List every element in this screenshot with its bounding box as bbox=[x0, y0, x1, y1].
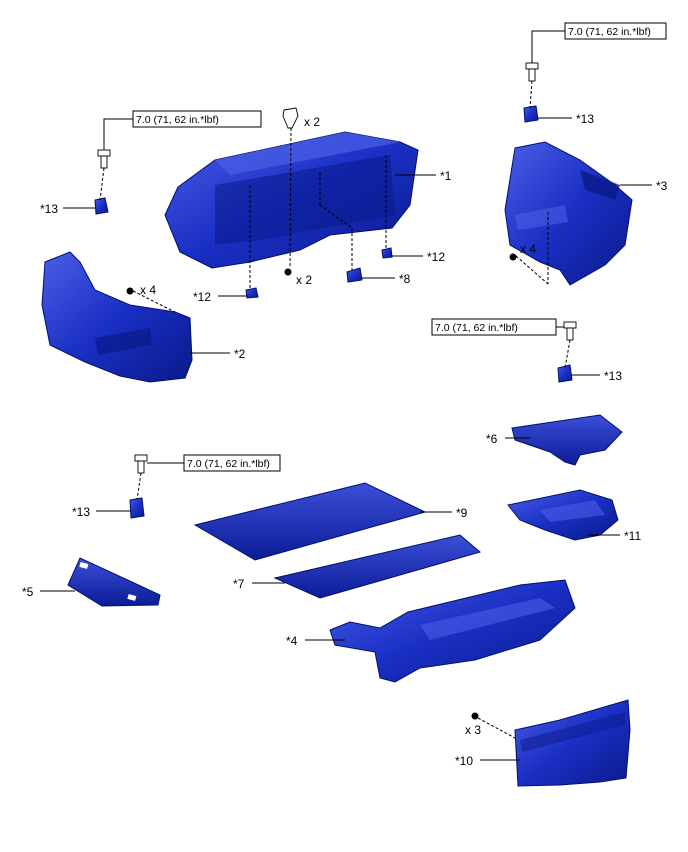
svg-text:7.0 (71, 62 in.*lbf): 7.0 (71, 62 in.*lbf) bbox=[187, 458, 270, 470]
callout-6: *6 bbox=[486, 432, 530, 446]
svg-text:*3: *3 bbox=[656, 179, 668, 193]
callout-13c: *13 bbox=[571, 369, 622, 383]
quantity-label: x 4 bbox=[140, 283, 156, 297]
callout-13b: *13 bbox=[538, 112, 594, 126]
svg-text:*9: *9 bbox=[456, 506, 468, 520]
callout-4: *4 bbox=[286, 634, 345, 648]
torque-spec-2: 7.0 (71, 62 in.*lbf) bbox=[531, 22, 667, 63]
callout-8: *8 bbox=[362, 272, 411, 286]
bolt-icon bbox=[134, 454, 148, 474]
quantity-label: x 3 bbox=[465, 723, 481, 737]
part-13-bracket-c bbox=[557, 364, 573, 383]
callout-2: *2 bbox=[190, 347, 246, 361]
part-8-clip bbox=[346, 267, 363, 283]
part-3-quarter-trim bbox=[504, 141, 633, 286]
callout-13a: *13 bbox=[40, 202, 96, 216]
callout-10: *10 bbox=[455, 754, 520, 768]
screw-icon bbox=[471, 712, 479, 720]
fastener-lines bbox=[99, 80, 571, 739]
torque-spec-1: 7.0 (71, 62 in.*lbf) bbox=[103, 110, 262, 150]
callout-3: *3 bbox=[620, 179, 668, 193]
torque-spec-3: 7.0 (71, 62 in.*lbf) bbox=[431, 318, 564, 336]
screw-icon bbox=[126, 287, 134, 295]
callout-1: *1 bbox=[395, 169, 452, 183]
svg-text:*2: *2 bbox=[234, 347, 246, 361]
bolt-icon bbox=[563, 321, 577, 341]
part-1-deck-trim-box bbox=[164, 131, 419, 269]
svg-text:*12: *12 bbox=[193, 290, 211, 304]
bolt-icon bbox=[525, 62, 539, 82]
quantity-label: x 4 bbox=[520, 242, 536, 256]
svg-text:7.0 (71, 62 in.*lbf): 7.0 (71, 62 in.*lbf) bbox=[568, 26, 651, 38]
screw-icon bbox=[284, 268, 292, 276]
part-2-quarter-trim bbox=[41, 251, 193, 383]
svg-text:*13: *13 bbox=[604, 369, 622, 383]
part-11-tray bbox=[507, 489, 619, 541]
svg-text:*6: *6 bbox=[486, 432, 498, 446]
part-4-deck-floor-box bbox=[329, 579, 576, 683]
clip-screw-icon bbox=[282, 107, 299, 129]
part-12-clip-b bbox=[381, 247, 393, 259]
svg-text:*10: *10 bbox=[455, 754, 473, 768]
part-6-cover bbox=[511, 414, 623, 466]
part-13-bracket-a bbox=[94, 197, 109, 215]
torque-spec-4: 7.0 (71, 62 in.*lbf) bbox=[147, 454, 281, 472]
callout-12b: *12 bbox=[392, 250, 445, 264]
svg-text:*4: *4 bbox=[286, 634, 298, 648]
quantity-label: x 2 bbox=[304, 115, 320, 129]
svg-text:*13: *13 bbox=[40, 202, 58, 216]
callout-11: *11 bbox=[588, 529, 641, 543]
part-7-deck-board bbox=[273, 534, 482, 599]
callout-5: *5 bbox=[22, 585, 75, 599]
callout-13d: *13 bbox=[72, 505, 131, 519]
part-5-panel bbox=[67, 557, 161, 607]
bolt-icon bbox=[97, 149, 111, 169]
part-13-bracket-d bbox=[129, 497, 145, 519]
svg-text:*8: *8 bbox=[399, 272, 411, 286]
callout-7: *7 bbox=[233, 577, 285, 591]
part-9-deck-board bbox=[193, 482, 427, 561]
quantity-label: x 2 bbox=[296, 273, 312, 287]
svg-text:7.0 (71, 62 in.*lbf): 7.0 (71, 62 in.*lbf) bbox=[136, 114, 219, 126]
svg-text:*13: *13 bbox=[576, 112, 594, 126]
callout-9: *9 bbox=[420, 506, 468, 520]
part-12-clip-a bbox=[245, 287, 259, 299]
svg-text:*13: *13 bbox=[72, 505, 90, 519]
svg-text:*7: *7 bbox=[233, 577, 245, 591]
svg-text:*11: *11 bbox=[624, 529, 641, 543]
part-13-bracket-b bbox=[523, 105, 539, 123]
svg-text:*5: *5 bbox=[22, 585, 34, 599]
callout-12a: *12 bbox=[193, 290, 248, 304]
svg-text:*1: *1 bbox=[440, 169, 452, 183]
part-10-tail-trim bbox=[514, 699, 631, 787]
svg-text:7.0 (71, 62 in.*lbf): 7.0 (71, 62 in.*lbf) bbox=[435, 322, 518, 334]
svg-text:*12: *12 bbox=[427, 250, 445, 264]
screw-icon bbox=[509, 253, 517, 261]
